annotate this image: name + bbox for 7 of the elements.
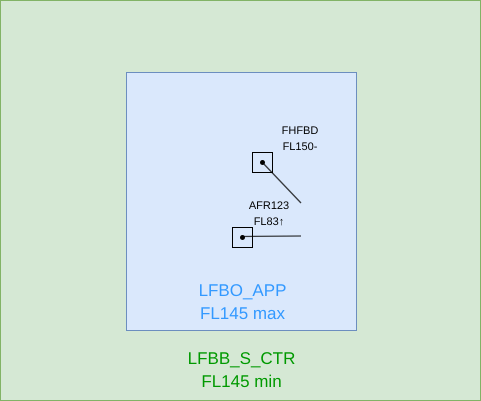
aircraft-target-icon	[252, 152, 273, 173]
zone-label: LFBO_APP FL145 max	[198, 280, 288, 325]
aircraft-label: FHFBD FL150-	[280, 124, 320, 155]
approach-zone	[126, 72, 357, 331]
aircraft-label: AFR123 FL83↑	[248, 199, 290, 230]
aircraft-target-icon	[232, 227, 253, 248]
zone-label: LFBB_S_CTR FL145 min	[186, 348, 296, 393]
